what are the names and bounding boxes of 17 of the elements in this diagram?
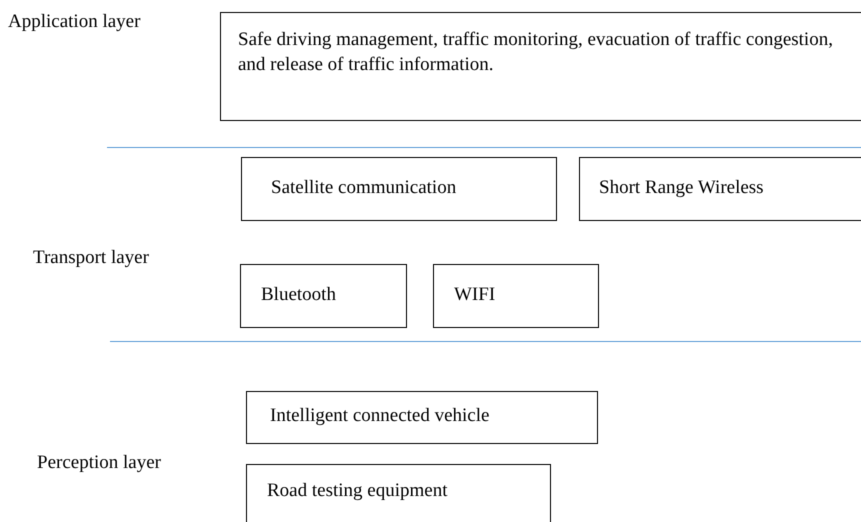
box-text: Safe driving management, traffic monitoring, evacuation of traffic congestion, and release of traffic information. [238,28,834,77]
box-text: Road testing equipment [267,479,448,503]
box-text: Bluetooth [261,283,336,307]
text-box [241,157,557,221]
layer-label: Transport layer [33,246,149,270]
text-box [240,264,407,328]
box-text: Short Range Wireless [599,176,764,200]
layer-label: Perception layer [37,451,161,475]
box-text: Intelligent connected vehicle [270,404,490,428]
text-box [579,157,861,221]
text-box [246,464,551,522]
text-box [246,391,598,444]
layer-label: Application layer [8,10,140,34]
text-box [433,264,599,328]
box-text: WIFI [454,283,496,307]
box-text: Satellite communication [271,176,456,200]
text-box [220,12,861,121]
